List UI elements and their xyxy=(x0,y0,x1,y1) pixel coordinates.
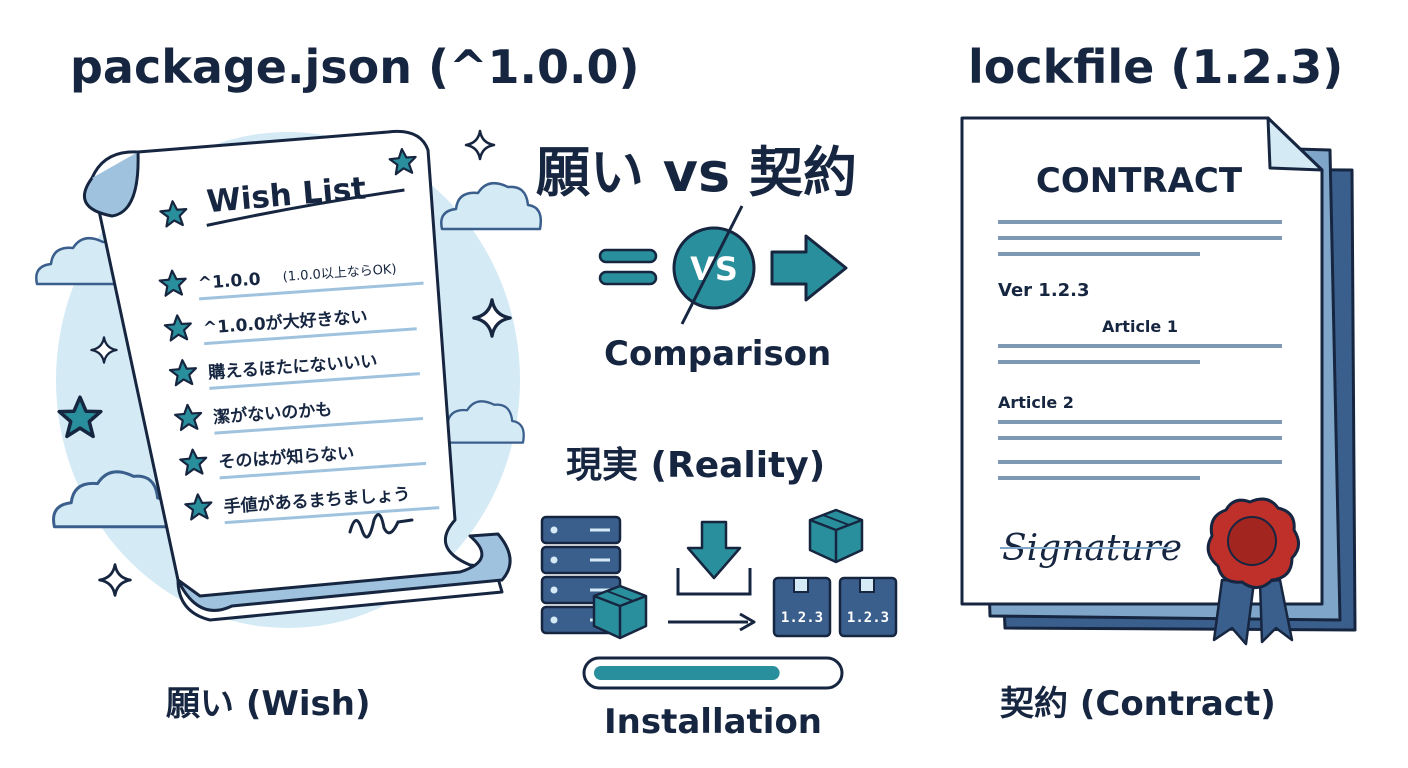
wish-scroll: Wish List ^1.0.0 (1.0.0以上ならOK) ^1.0.0が大好… xyxy=(35,129,543,628)
comparison-label: Comparison xyxy=(604,334,832,374)
reality-label: 現実 (Reality) xyxy=(566,445,826,486)
contract-title: CONTRACT xyxy=(1036,161,1243,201)
arrow-right-icon xyxy=(668,612,756,632)
package-box-icon xyxy=(592,584,648,640)
wish-item-text: ^1.0.0 xyxy=(197,270,261,294)
comparison-row: VS xyxy=(598,205,848,325)
scroll-paper xyxy=(90,129,504,622)
sparkle-icon xyxy=(464,129,496,161)
list-item: ^1.0.0 (1.0.0以上ならOK) xyxy=(157,262,424,301)
left-heading: package.json (^1.0.0) xyxy=(70,40,640,94)
wax-seal-icon xyxy=(1206,497,1300,646)
box-version-label: 1.2.3 xyxy=(781,610,823,626)
package-box-icon: 1.2.3 xyxy=(772,576,832,638)
progress-fill xyxy=(594,666,780,680)
wish-caption: 願い (Wish) xyxy=(166,684,371,724)
box-version-label: 1.2.3 xyxy=(847,610,889,626)
equals-icon xyxy=(598,248,658,286)
contract-caption: 契約 (Contract) xyxy=(1000,684,1276,724)
scroll-bottom-roll xyxy=(176,532,512,612)
sparkle-icon xyxy=(98,563,132,597)
package-box-icon: 1.2.3 xyxy=(838,576,898,638)
installation-scene: 1.2.3 1.2.3 xyxy=(540,508,898,690)
article-2-label: Article 2 xyxy=(998,393,1074,412)
arrow-right-icon xyxy=(770,234,848,302)
vs-badge: VS xyxy=(672,205,756,325)
scribble-signature xyxy=(348,513,414,539)
contract-document: CONTRACT Ver 1.2.3 Article 1 Article 2 S… xyxy=(960,116,1357,646)
cloud-icon xyxy=(440,181,543,231)
article-1-label: Article 1 xyxy=(1102,317,1178,336)
progress-bar xyxy=(582,656,844,690)
right-heading: lockfile (1.2.3) xyxy=(968,40,1344,94)
scroll-top-curl xyxy=(82,151,140,218)
package-box-icon xyxy=(808,508,864,564)
vs-text: VS xyxy=(690,250,738,288)
installation-label: Installation xyxy=(604,702,823,742)
contract-version: Ver 1.2.3 xyxy=(998,280,1090,301)
center-title: 願い vs 契約 xyxy=(536,141,857,204)
title-underline xyxy=(206,188,405,227)
page-fold xyxy=(1266,116,1324,172)
download-icon xyxy=(676,520,752,596)
